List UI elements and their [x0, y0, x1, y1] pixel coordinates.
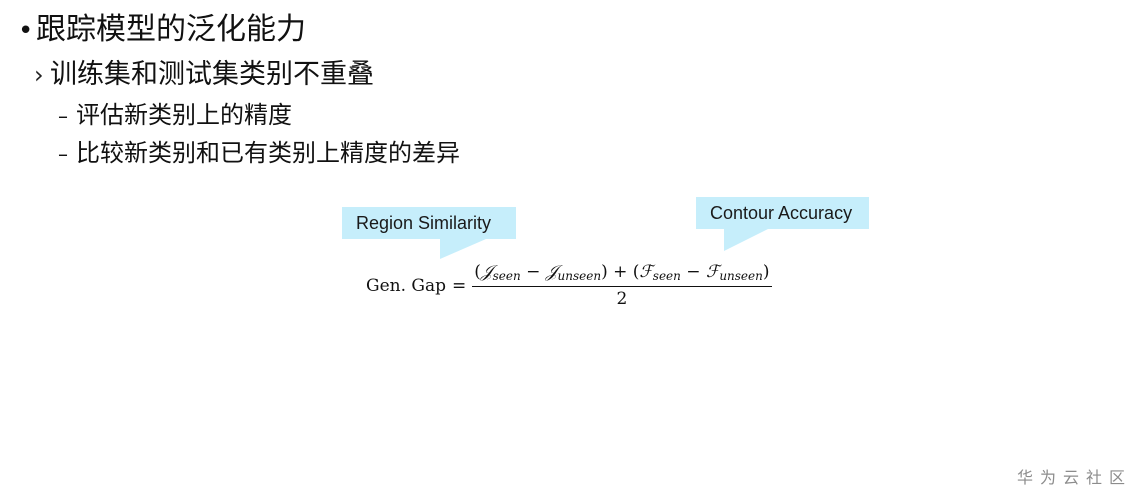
bullet-level1: •跟踪模型的泛化能力 [18, 10, 306, 51]
bullet-level3-item: –比较新类别和已有类别上精度的差异 [58, 137, 460, 170]
callout-tail [724, 229, 768, 251]
bullet-level3-item: –评估新类别上的精度 [58, 99, 292, 132]
formula-denominator: 2 [616, 289, 628, 309]
formula-equals: = [452, 275, 467, 296]
callout-contour-accuracy: Contour Accuracy [696, 197, 869, 229]
formula: Gen. Gap = (𝒥seen − 𝒥unseen) + (ℱseen − … [366, 262, 772, 309]
callout-tail [440, 239, 486, 259]
bullet-level3-text: 比较新类别和已有类别上精度的差异 [76, 139, 460, 167]
dash-icon: – [58, 142, 68, 166]
formula-numerator: (𝒥seen − 𝒥unseen) + (ℱseen − ℱunseen) [472, 262, 772, 287]
bullet-level1-text: 跟踪模型的泛化能力 [36, 12, 306, 47]
formula-fraction: (𝒥seen − 𝒥unseen) + (ℱseen − ℱunseen) 2 [472, 262, 772, 309]
formula-lhs: Gen. Gap [366, 275, 446, 296]
bullet-dot-icon: • [18, 16, 34, 46]
callout-region-similarity: Region Similarity [342, 207, 516, 239]
watermark: 华为云社区 [1016, 468, 1132, 487]
bullet-level2-text: 训练集和测试集类别不重叠 [50, 59, 374, 90]
dash-icon: – [58, 104, 68, 128]
chevron-right-icon: › [34, 61, 44, 89]
bullet-level3-text: 评估新类别上的精度 [76, 101, 292, 129]
bullet-level2: ›训练集和测试集类别不重叠 [34, 57, 374, 93]
